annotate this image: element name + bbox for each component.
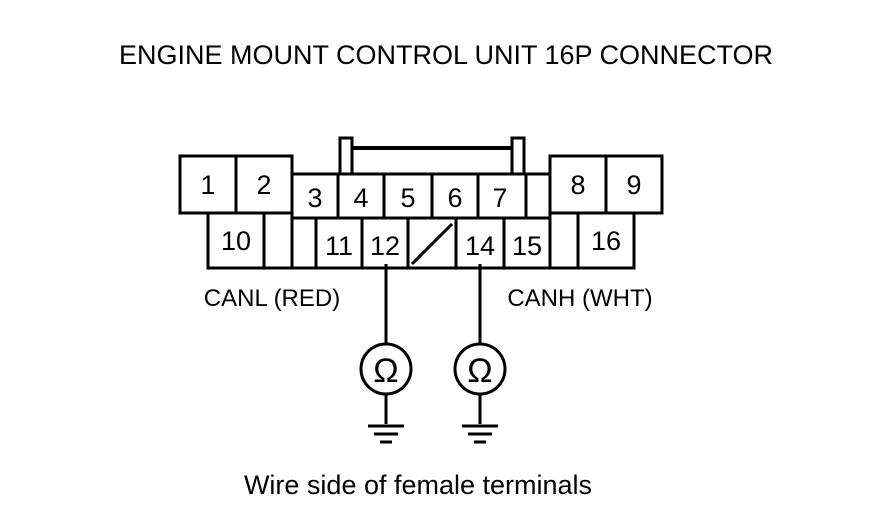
terminal-4: 4 xyxy=(353,183,368,213)
right-probe: Ω xyxy=(453,264,507,444)
terminal-16: 16 xyxy=(591,226,621,256)
ohmmeter-icon: Ω xyxy=(453,342,507,396)
terminal-10: 10 xyxy=(221,226,251,256)
terminal-1: 1 xyxy=(200,170,215,200)
terminal-3: 3 xyxy=(307,183,322,213)
canl-label: CANL (RED) xyxy=(204,285,340,312)
ground-icon xyxy=(368,424,404,444)
ohm-symbol: Ω xyxy=(467,352,492,390)
terminal-15: 15 xyxy=(512,231,542,261)
terminal-14: 14 xyxy=(465,231,495,261)
terminal-6: 6 xyxy=(447,183,462,213)
terminal-11: 11 xyxy=(325,231,353,261)
terminal-2: 2 xyxy=(256,170,271,200)
terminal-9: 9 xyxy=(626,170,641,200)
terminal-8: 8 xyxy=(570,170,585,200)
canh-label: CANH (WHT) xyxy=(507,285,652,312)
connector-lock-tab xyxy=(338,136,526,176)
ohmmeter-icon: Ω xyxy=(359,342,413,396)
ohm-symbol: Ω xyxy=(373,352,398,390)
terminal-grid xyxy=(180,156,662,268)
diagram-title: ENGINE MOUNT CONTROL UNIT 16P CONNECTOR xyxy=(119,40,773,70)
terminal-5: 5 xyxy=(400,183,415,213)
terminal-7: 7 xyxy=(492,183,507,213)
terminal-12: 12 xyxy=(370,231,400,261)
ground-icon xyxy=(462,424,498,444)
terminal-labels: 1 2 3 4 5 6 7 8 9 10 11 12 14 15 16 xyxy=(200,170,641,261)
left-probe: Ω xyxy=(359,264,413,444)
diagram-caption: Wire side of female terminals xyxy=(244,470,592,500)
